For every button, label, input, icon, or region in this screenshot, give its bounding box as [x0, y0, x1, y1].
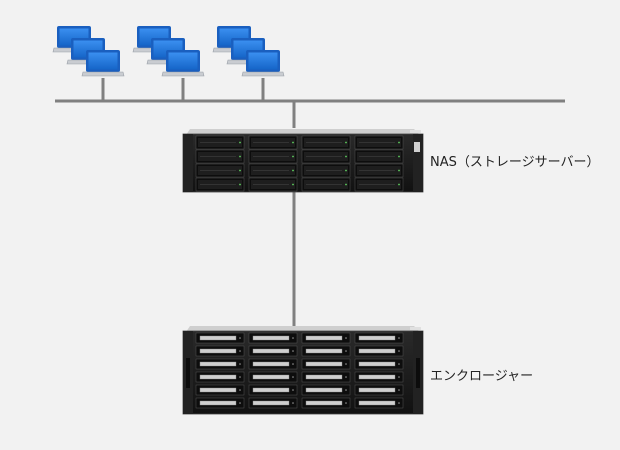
client-group-1 [52, 25, 125, 77]
nas-server-icon [182, 129, 424, 193]
laptop-icon [81, 49, 125, 77]
enclosure-label: エンクロージャー [430, 369, 534, 384]
nas-label: NAS（ストレージサーバー） [430, 155, 600, 170]
enclosure-icon [182, 326, 424, 415]
client-group-3 [212, 25, 285, 77]
laptop-icon [161, 49, 205, 77]
network-cables [55, 78, 565, 330]
client-group-2 [132, 25, 205, 77]
laptop-icon [241, 49, 285, 77]
